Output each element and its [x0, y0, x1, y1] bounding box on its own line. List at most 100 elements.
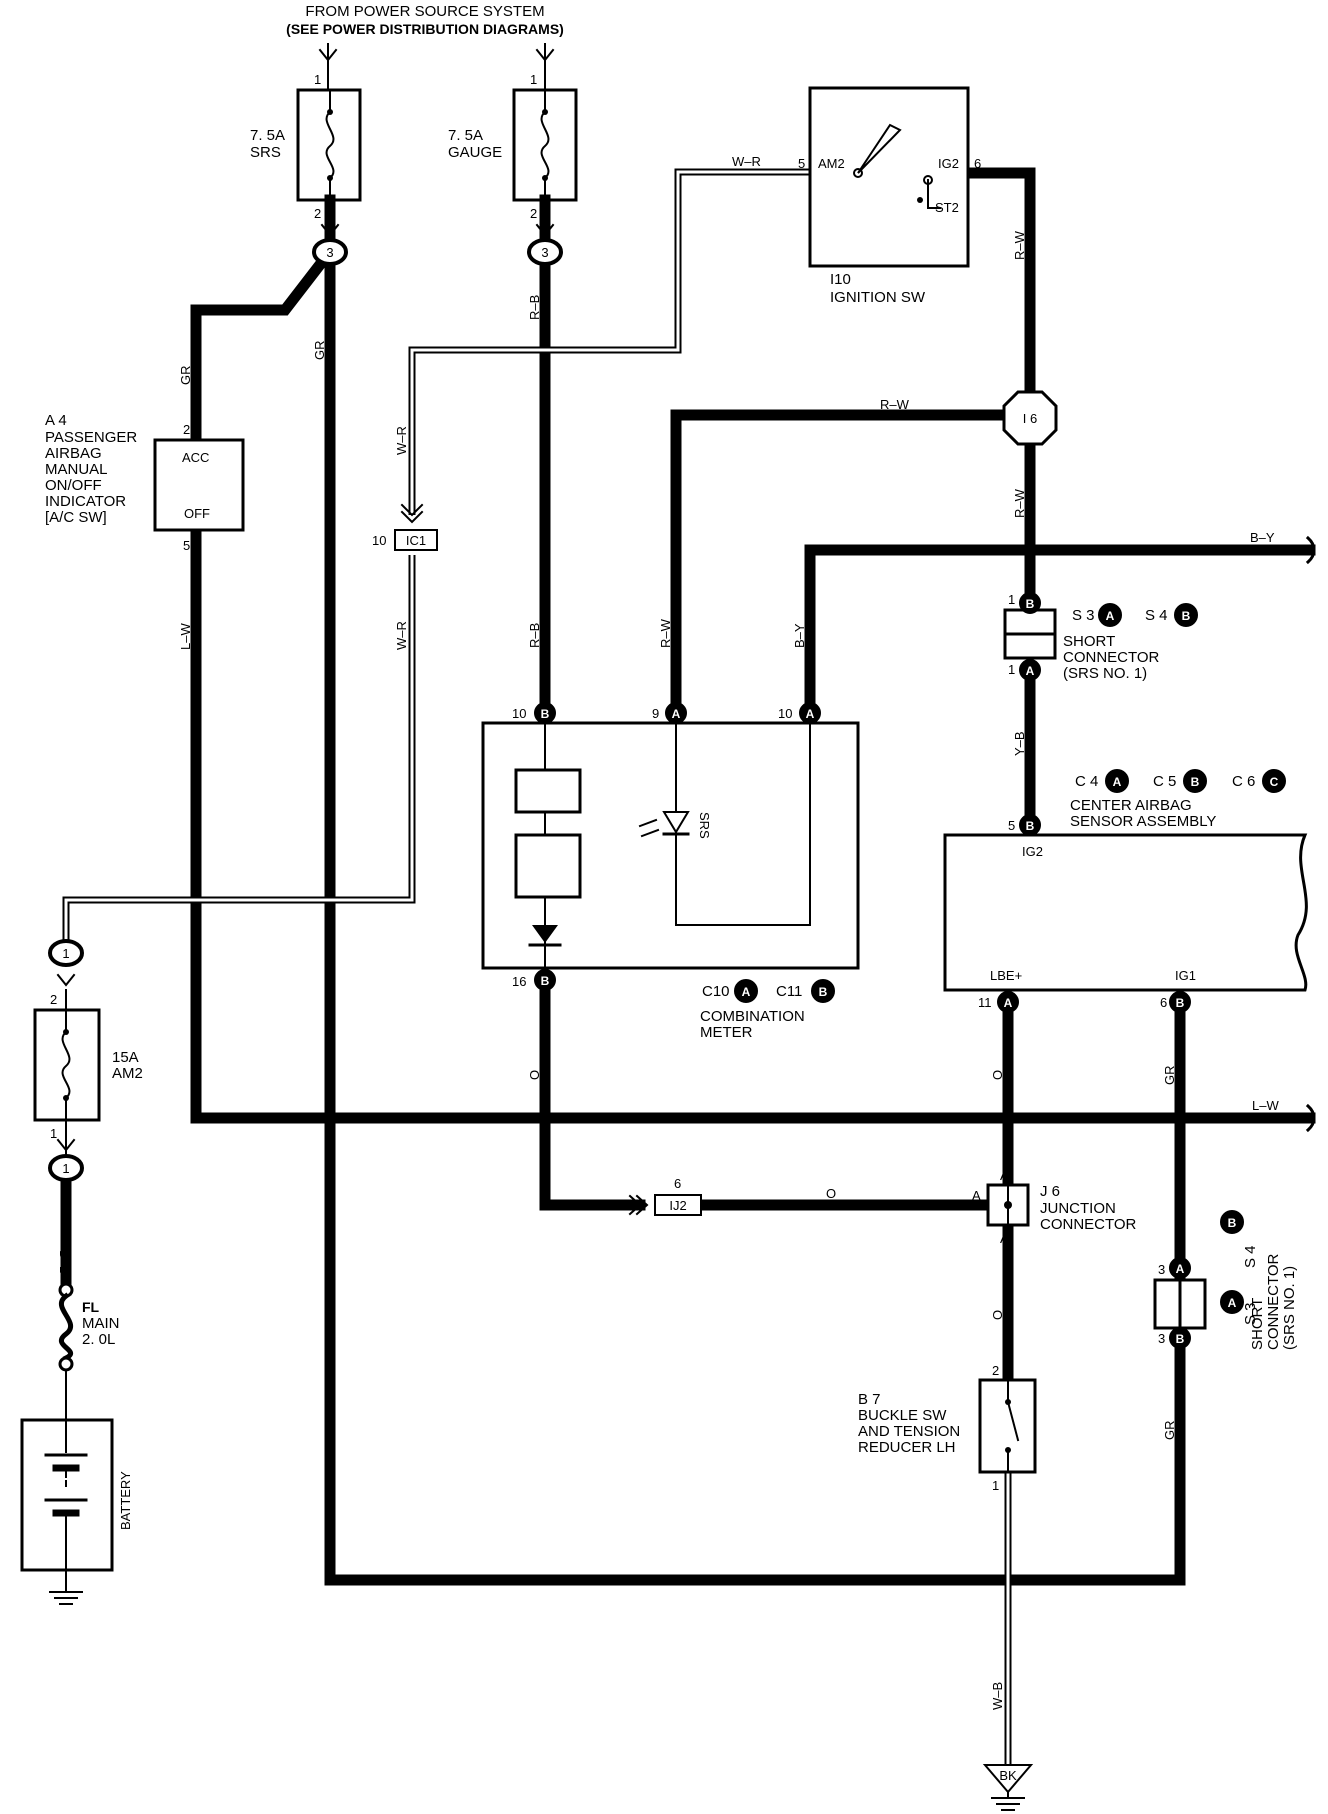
sensor-line1: CENTER AIRBAG: [1070, 797, 1192, 814]
battery-label: BATTERY: [118, 1471, 133, 1530]
meter-c11: C11: [776, 983, 802, 1000]
wire-label-rw-branch: R–W: [880, 397, 910, 412]
svg-text:A: A: [1228, 1296, 1237, 1310]
svg-text:A: A: [1004, 996, 1013, 1010]
wire-label-rw-low: R–W: [658, 618, 673, 648]
junction-gauge-3: 3: [527, 238, 563, 266]
pin-badge-sensor-lbe: A: [997, 991, 1019, 1013]
pin-badge-sc1-s3: A: [1098, 603, 1122, 627]
meter-pin-o: 16: [512, 974, 526, 989]
j6-a-bottom: A: [1000, 1231, 1009, 1246]
ground-bk-label: BK: [999, 1768, 1017, 1783]
ij2-label: IJ2: [669, 1198, 686, 1213]
pin-badge-c10: A: [734, 979, 758, 1003]
fuse-icon: [325, 89, 335, 201]
sensor-c4: C 4: [1075, 773, 1098, 790]
meter-name-line2: METER: [700, 1024, 753, 1041]
svg-text:B: B: [1026, 819, 1035, 833]
ignition-switch: AM2 IG2 ST2 5 6: [798, 86, 981, 268]
buckle-line-1: AND TENSION: [858, 1423, 960, 1440]
wire-label-yb: Y–B: [1012, 731, 1027, 756]
fuse-gauge-name: GAUGE: [448, 144, 502, 161]
pin-badge-meter-by: A: [799, 702, 821, 724]
junction-am2-bottom: 1: [48, 1154, 84, 1182]
svg-text:A: A: [1113, 775, 1122, 789]
svg-text:B: B: [1228, 1216, 1237, 1230]
pin-badge-c11: B: [811, 979, 835, 1003]
ignition-pin-ig2: 6: [974, 156, 981, 171]
sensor-line2: SENSOR ASSEMBLY: [1070, 813, 1216, 830]
led-label: SRS: [697, 812, 712, 839]
wire-label-bl: B–L: [57, 1250, 72, 1273]
buckle-line-0: BUCKLE SW: [858, 1407, 947, 1424]
wire-label-gr-sc2: GR: [1162, 1421, 1177, 1441]
pin-badge-sc1-s4: B: [1174, 603, 1198, 627]
wire-label-rb-top: R–B: [527, 295, 542, 320]
svg-text:B: B: [1182, 609, 1191, 623]
indicator-line-1: AIRBAG: [45, 445, 102, 462]
pin-badge-meter-rw: A: [665, 702, 687, 724]
fuse-srs-pin-bottom: 2: [314, 206, 321, 221]
junction-connector-j6: A A A: [972, 1168, 1030, 1246]
sc1-s3: S 3: [1072, 607, 1095, 624]
wire-label-by-low: B–Y: [792, 623, 807, 648]
j6-a-left: A: [972, 1188, 981, 1203]
fuse-am2-pin-bottom: 1: [50, 1126, 57, 1141]
connector-ic1: IC1 10: [372, 503, 438, 551]
ic1-label: IC1: [406, 533, 426, 548]
junction-gauge-label: 3: [541, 245, 548, 260]
fuse-gauge-pin-bottom: 2: [530, 206, 537, 221]
meter-name-line1: COMBINATION: [700, 1008, 805, 1025]
pin-badge-sc1-top: B: [1019, 592, 1041, 614]
svg-text:B: B: [819, 985, 828, 999]
wire-label-o-meter: O: [527, 1070, 542, 1080]
svg-text:A: A: [1026, 664, 1035, 678]
junction-am2-top: 1: [48, 939, 84, 967]
fuse-fl-main: [58, 1282, 74, 1372]
pin-badge-sc1-bottom: A: [1019, 659, 1041, 681]
pin-badge-meter-o: B: [534, 969, 556, 991]
ij2-pin: 6: [674, 1176, 681, 1191]
fuse-icon: [61, 1009, 71, 1121]
indicator-line-2: MANUAL: [45, 461, 108, 478]
fusible-link-icon: [58, 1292, 74, 1362]
wire-continue-lw: [1305, 1103, 1316, 1133]
pin-badge-sc2-top: A: [1169, 1257, 1191, 1279]
sensor-ig2-label: IG2: [1022, 844, 1043, 859]
wire-label-wb: W–B: [990, 1682, 1005, 1710]
fuse-srs-name: SRS: [250, 144, 281, 161]
j6-a-top: A: [1000, 1168, 1009, 1183]
wire-label-gr-main: GR: [312, 341, 327, 361]
svg-text:B: B: [541, 974, 550, 988]
wire-label-wr-low: W–R: [394, 621, 409, 650]
center-airbag-sensor: IG2 LBE+ IG1 5 11 6: [943, 818, 1308, 1010]
buckle-pin-top: 2: [992, 1363, 999, 1378]
junction-i6: I 6: [1002, 390, 1058, 446]
source-arrow-gauge: [535, 43, 555, 91]
wire-w-r: [62, 168, 818, 945]
svg-text:C: C: [1270, 775, 1279, 789]
svg-text:A: A: [1106, 609, 1115, 623]
sc2-s4: S 4: [1242, 1245, 1259, 1268]
svg-text:B: B: [1191, 775, 1200, 789]
battery: BATTERY: [20, 1418, 133, 1572]
wire-label-o-sensor: O: [990, 1070, 1005, 1080]
pin-badge-sc2-s3: A: [1220, 1290, 1244, 1314]
meter-pin-rb: 10: [512, 706, 526, 721]
wire-label-lw-right: L–W: [1252, 1098, 1279, 1113]
ground-bk: BK: [982, 1764, 1034, 1811]
diode-icon: [532, 925, 558, 943]
fuse-fl-rating: 2. 0L: [82, 1331, 115, 1348]
svg-text:B: B: [541, 707, 550, 721]
pin-badge-c6: C: [1262, 769, 1286, 793]
junction-srs-3: 3: [312, 238, 348, 266]
buckle-id: B 7: [858, 1391, 881, 1408]
svg-text:A: A: [672, 707, 681, 721]
svg-text:B: B: [1176, 996, 1185, 1010]
fuse-icon: [540, 89, 550, 201]
indicator-line-4: INDICATOR: [45, 493, 126, 510]
sensor-pin-lbe: 11: [978, 995, 992, 1010]
indicator-line-5: [A/C SW]: [45, 509, 107, 526]
pin-badge-meter-rb: B: [534, 702, 556, 724]
